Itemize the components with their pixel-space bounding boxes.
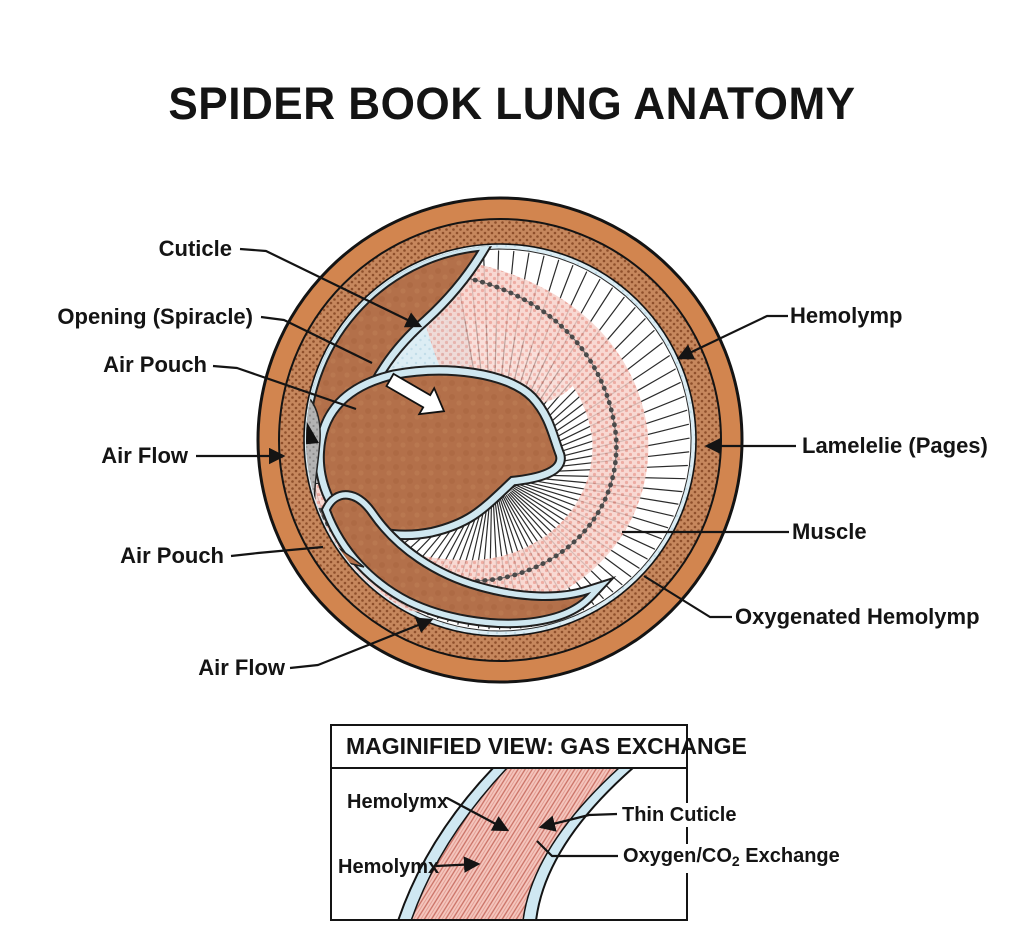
label-air-pouch-upper: Air Pouch — [103, 352, 207, 377]
inset-label-hemolymph-lower: Hemolymx — [338, 856, 440, 878]
leader-lines — [196, 247, 796, 873]
leader-oxygenated-hemolymph — [643, 575, 732, 619]
label-opening-spiracle: Opening (Spiracle) — [57, 304, 253, 329]
label-muscle: Muscle — [792, 519, 867, 544]
inset-lamella-band — [397, 768, 635, 919]
air-flow-arrow-icon — [306, 417, 319, 552]
page-title: SPIDER BOOK LUNG ANATOMY — [168, 78, 856, 129]
leader-air-flow-lower — [289, 617, 434, 670]
magnified-view-title: MAGINIFIED VIEW: GAS EXCHANGE — [332, 726, 747, 769]
bottom-muscle — [320, 490, 617, 629]
label-air-flow-lower: Air Flow — [198, 655, 285, 680]
leader-air-pouch-upper — [212, 364, 357, 411]
label-air-pouch-lower: Air Pouch — [120, 543, 224, 568]
inset-label-hemolymph-upper: Hemolymx — [347, 791, 449, 813]
label-lamellae-pages: Lamelelie (Pages) — [802, 433, 988, 458]
label-oxygenated-hemolymph: Oxygenated Hemolymp — [735, 604, 980, 629]
inset-label-oxygen-exchange: Oxygen/CO2 Exchange — [619, 844, 844, 873]
label-hemolymph: Hemolymp — [790, 303, 903, 328]
label-cuticle: Cuticle — [158, 236, 232, 261]
flow-direction-arrow-icon — [385, 372, 446, 416]
label-air-flow-upper: Air Flow — [101, 443, 188, 468]
leader-hemolymph — [676, 314, 788, 360]
leader-inset-oxygen-exchange — [536, 840, 618, 858]
leader-inset-hemolymph-lower — [435, 856, 481, 873]
leader-opening-spiracle — [260, 315, 373, 364]
leader-cuticle — [239, 247, 423, 328]
inset-label-thin-cuticle: Thin Cuticle — [618, 803, 741, 827]
leader-air-pouch-lower — [230, 545, 324, 558]
leader-inset-thin-cuticle — [538, 812, 618, 832]
leader-inset-hemolymph-upper — [446, 797, 510, 832]
magnified-view-box: MAGINIFIED VIEW: GAS EXCHANGE — [330, 724, 747, 921]
